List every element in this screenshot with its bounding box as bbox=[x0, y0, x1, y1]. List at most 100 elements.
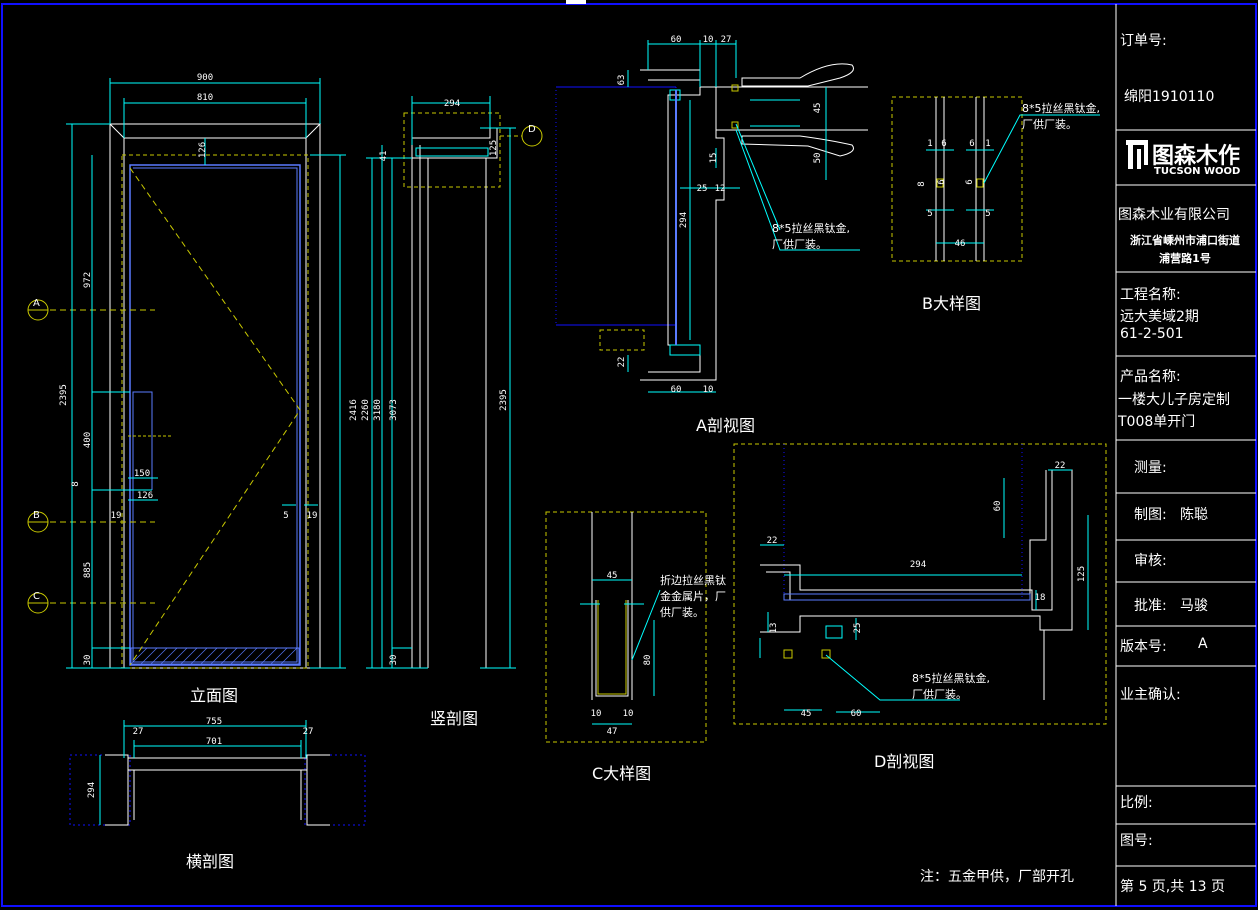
dimension-a60: 60 bbox=[671, 35, 682, 45]
marker-d-upper: D bbox=[528, 124, 536, 135]
dimension-a25: 25 bbox=[697, 184, 708, 194]
dimension-e900: 900 bbox=[197, 73, 213, 83]
project-label: 工程名称: bbox=[1120, 287, 1181, 303]
detail-c-title: C大样图 bbox=[592, 764, 652, 783]
dimension-e150: 150 bbox=[134, 469, 150, 479]
scale-label: 比例: bbox=[1120, 795, 1153, 811]
dimension-c10: 10 bbox=[623, 709, 634, 719]
dimension-d22: 22 bbox=[767, 536, 778, 546]
dimension-e5: 5 bbox=[283, 511, 288, 521]
callout-d-2: 厂供厂装。 bbox=[912, 688, 967, 701]
dimension-a27: 27 bbox=[721, 35, 732, 45]
order-label: 订单号: bbox=[1120, 33, 1167, 49]
dimension-d60: 60 bbox=[993, 501, 1003, 512]
dimension-c45: 45 bbox=[607, 571, 618, 581]
approver-label: 批准: bbox=[1134, 598, 1167, 614]
project-value-2: 61-2-501 bbox=[1120, 326, 1184, 342]
dimension-e400: 400 bbox=[83, 432, 93, 448]
dimension-d294: 294 bbox=[910, 560, 926, 570]
horizontal-section-title: 横剖图 bbox=[186, 852, 235, 871]
dimension-a22: 22 bbox=[617, 357, 627, 368]
dimension-e126b: 126 bbox=[137, 491, 153, 501]
dimension-v41: 41 bbox=[379, 151, 389, 162]
dimension-e885: 885 bbox=[83, 562, 93, 578]
dimension-d125: 125 bbox=[1077, 566, 1087, 582]
dimension-d25: 25 bbox=[853, 623, 863, 634]
dimension-h294: 294 bbox=[87, 782, 97, 798]
horizontal-section-view bbox=[69, 720, 366, 826]
dimension-h27: 27 bbox=[133, 727, 144, 737]
company-address-line2: 浦营路1号 bbox=[1159, 252, 1211, 265]
marker-c-upper: C bbox=[33, 591, 40, 602]
dimension-a60: 60 bbox=[671, 385, 682, 395]
marker-b-upper: B bbox=[33, 510, 40, 521]
dimension-b5: 5 bbox=[985, 209, 990, 219]
elevation-title: 立面图 bbox=[190, 686, 239, 705]
dimension-v294: 294 bbox=[444, 99, 460, 109]
review-label: 审核: bbox=[1134, 553, 1167, 569]
callout-c-1: 折边拉丝黑钛 bbox=[660, 574, 726, 587]
dimension-b8: 8 bbox=[917, 181, 927, 186]
dimension-d60: 60 bbox=[851, 709, 862, 719]
dimension-c47: 47 bbox=[607, 727, 618, 737]
callout-d-1: 8*5拉丝黑钛金, bbox=[912, 672, 990, 685]
section-d-view bbox=[733, 443, 1107, 725]
vertical-section-title: 竖剖图 bbox=[430, 709, 479, 728]
company-name: 图森木业有限公司 bbox=[1118, 207, 1230, 223]
dimension-v2395: 2395 bbox=[499, 389, 509, 411]
drawing-number-label: 图号: bbox=[1120, 833, 1153, 849]
logo-mark-icon bbox=[1124, 138, 1154, 172]
drafter-value: 陈聪 bbox=[1180, 507, 1208, 523]
product-value-2: T008单开门 bbox=[1118, 414, 1196, 430]
dimension-b6: 6 bbox=[937, 179, 947, 184]
dimension-b5: 5 bbox=[927, 209, 932, 219]
measure-label: 测量: bbox=[1134, 460, 1167, 476]
dimension-b6: 6 bbox=[941, 139, 946, 149]
callout-a-mid-2: 厂供厂装。 bbox=[772, 238, 827, 251]
callout-c-2: 金金属片，厂 bbox=[660, 590, 726, 603]
dimension-b6: 6 bbox=[965, 179, 975, 184]
dimension-a10: 10 bbox=[703, 385, 714, 395]
dimension-d18: 18 bbox=[1035, 593, 1046, 603]
dimension-b1: 1 bbox=[985, 139, 990, 149]
section-a-title: A剖视图 bbox=[696, 416, 755, 435]
dimension-a10: 10 bbox=[703, 35, 714, 45]
marker-a-upper: A bbox=[33, 298, 40, 309]
dimension-d22: 22 bbox=[1055, 461, 1066, 471]
page-indicator: 第 5 页,共 13 页 bbox=[1120, 879, 1225, 895]
dimension-a294: 294 bbox=[679, 212, 689, 228]
vertical-section-view bbox=[366, 96, 543, 669]
callout-b-1: 8*5拉丝黑钛金, bbox=[1022, 102, 1100, 115]
hardware-note: 注：五金甲供，厂部开孔 bbox=[920, 869, 1074, 885]
dimension-h755: 755 bbox=[206, 717, 222, 727]
dimension-labels: 9008101269722395400815012619885302416195… bbox=[59, 35, 1087, 798]
dimension-e126: 126 bbox=[198, 142, 208, 158]
dimension-c10: 10 bbox=[591, 709, 602, 719]
dimension-v2260: 2260 bbox=[361, 399, 371, 421]
company-address-line1: 浙江省嵊州市浦口街道 bbox=[1130, 234, 1240, 247]
callout-b-2: 厂供厂装。 bbox=[1022, 118, 1077, 131]
dimension-a63: 63 bbox=[617, 75, 627, 86]
dimension-v125: 125 bbox=[489, 140, 499, 156]
elevation-view bbox=[27, 78, 346, 669]
product-label: 产品名称: bbox=[1120, 369, 1181, 385]
title-block-lines bbox=[1115, 4, 1256, 906]
dimension-h701: 701 bbox=[206, 737, 222, 747]
dimension-c80: 80 bbox=[643, 655, 653, 666]
dimension-e810: 810 bbox=[197, 93, 213, 103]
owner-confirm-label: 业主确认: bbox=[1120, 687, 1181, 703]
callout-c-3: 供厂装。 bbox=[660, 606, 704, 619]
dimension-e2395: 2395 bbox=[59, 384, 69, 406]
dimension-h27: 27 bbox=[303, 727, 314, 737]
dimension-a50: 50 bbox=[813, 153, 823, 164]
logo-subtext: TUCSON WOOD bbox=[1154, 166, 1241, 177]
dimension-v3180: 3180 bbox=[373, 399, 383, 421]
dimension-e19: 19 bbox=[307, 511, 318, 521]
dimension-v3073: 3073 bbox=[389, 399, 399, 421]
section-a-view bbox=[555, 40, 868, 393]
dimension-b1: 1 bbox=[927, 139, 932, 149]
callout-a-mid-1: 8*5拉丝黑钛金, bbox=[772, 222, 850, 235]
title-block: 订单号: 绵阳1910110 图森木作 TUCSON WOOD 图森木业有限公司… bbox=[1116, 4, 1254, 906]
project-value-1: 远大美域2期 bbox=[1120, 309, 1199, 325]
